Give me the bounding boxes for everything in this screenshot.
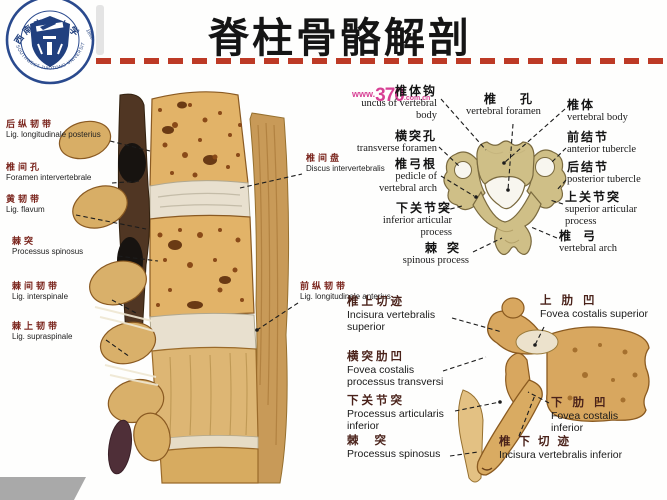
label-en: superior articular process <box>565 204 638 228</box>
label-fovea-costalis-superior: 上肋凹 Fovea costalis superior <box>540 295 665 320</box>
label-zh: 棘突 <box>12 236 37 246</box>
label-en: vertebral arch <box>559 243 618 255</box>
label-zh: 黄韧带 <box>6 194 43 204</box>
label-zh: 前结节 <box>567 130 610 144</box>
label-lig-interspinale: 棘间韧带 Lig. interspinale <box>12 281 172 301</box>
label-zh: 后纵韧带 <box>6 119 55 129</box>
label-zh: 横突肋凹 <box>347 351 405 363</box>
label-la: Incisura vertebralis superior <box>347 308 436 334</box>
label-la: Lig. flavum <box>6 204 45 214</box>
label-fovea-costalis-transversi: 横突肋凹 Fovea costalis processus transversi <box>347 351 447 389</box>
label-en: posterior tubercle <box>567 174 641 186</box>
label-zh: 前纵韧带 <box>300 281 349 291</box>
label-lig-longitudinale-anterius: 前纵韧带 Lig. longitudinale anterius <box>300 281 420 301</box>
site-watermark: www.370.com.cn <box>352 86 430 105</box>
label-zh: 上关节突 <box>565 190 622 204</box>
label-incisura-vertebralis-superior: 椎上切迹 Incisura vertebralis superior <box>347 296 452 334</box>
label-en: vertebral foramen <box>466 106 541 118</box>
label-foramen-intervertebrale: 椎间孔 Foramen intervertebrale <box>6 162 166 182</box>
label-zh: 棘突 <box>424 241 469 255</box>
logo-shadow <box>96 5 104 55</box>
label-vertebral-foramen: 椎孔 vertebral foramen <box>466 92 561 118</box>
label-zh: 椎下切迹 <box>499 436 577 448</box>
label-en: vertebral body <box>567 112 628 124</box>
label-incisura-vertebralis-inferior: 椎下切迹 Incisura vertebralis inferior <box>499 436 644 461</box>
label-pedicle: 椎弓根 pedicle of vertebral arch <box>367 157 437 195</box>
label-zh: 椎间盘 <box>306 153 343 163</box>
label-la: Discus intervertebralis <box>306 163 385 173</box>
label-en: transverse foramen <box>356 143 437 155</box>
label-spinous-process: 棘突 spinous process <box>345 241 469 267</box>
corner-watermark-box <box>0 477 86 500</box>
label-transverse-foramen: 横突孔 transverse foramen <box>345 129 437 155</box>
label-anterior-tubercle: 前结节 anterior tubercle <box>567 130 665 156</box>
university-logo: 西南交通大学 SOUTHWEST JIAOTONG UNIVERSITY 189… <box>2 0 95 85</box>
label-en: spinous process <box>402 255 469 267</box>
label-la: Processus spinosus <box>347 447 441 460</box>
watermark-number: 370 <box>375 85 405 106</box>
label-lig-flavum: 黄韧带 Lig. flavum <box>6 194 166 214</box>
label-en: pedicle of vertebral arch <box>378 171 437 195</box>
label-zh: 椎弓 <box>559 229 608 243</box>
label-lig-supraspinale: 棘上韧带 Lig. supraspinale <box>12 321 172 341</box>
label-la: Lig. longitudinale anterius <box>300 291 391 301</box>
label-zh: 椎体钩 <box>394 84 437 98</box>
label-en: inferior articular process <box>382 215 452 239</box>
label-processus-spinosus-lateral: 棘突 Processus spinosus <box>347 435 467 460</box>
label-inferior-articular-process: 下关节突 inferior articular process <box>352 201 452 239</box>
label-zh: 椎间孔 <box>6 162 43 172</box>
red-dashed-divider <box>96 58 667 64</box>
label-zh: 棘上韧带 <box>12 321 61 331</box>
label-processus-spinosus: 棘突 Processus spinosus <box>12 236 172 256</box>
page-title: 脊柱骨骼解剖 <box>208 15 472 61</box>
label-la: Lig. interspinale <box>12 291 69 301</box>
label-zh: 下关节突 <box>395 201 452 215</box>
label-lig-longitudinale-posterius: 后纵韧带 Lig. longitudinale posterius <box>6 119 166 139</box>
label-discus-intervertebralis: 椎间盘 Discus intervertebralis <box>306 153 416 173</box>
logo-org-en: SOUTHWEST JIAOTONG UNIVERSITY <box>2 0 86 71</box>
label-zh: 椎弓根 <box>394 157 437 171</box>
label-vertebral-body: 椎体 vertebral body <box>567 98 662 124</box>
label-la: Lig. supraspinale <box>12 331 73 341</box>
label-processus-articularis-inferior: 下关节突 Processus articularis inferior <box>347 395 457 433</box>
label-la: Fovea costalis superior <box>540 307 648 320</box>
label-zh: 横突孔 <box>394 129 437 143</box>
label-zh: 下关节突 <box>347 395 405 407</box>
label-en: anterior tubercle <box>567 144 637 156</box>
label-la: Fovea costalis inferior <box>551 409 619 435</box>
label-zh: 棘间韧带 <box>12 281 61 291</box>
label-uncus: 椎体钩 uncus of vertebral body <box>345 84 437 122</box>
label-la: Lig. longitudinale posterius <box>6 129 101 139</box>
label-la: Processus spinosus <box>12 246 84 256</box>
label-la: Incisura vertebralis inferior <box>499 448 623 461</box>
label-zh: 下肋凹 <box>551 397 616 409</box>
label-en: uncus of vertebral body <box>361 98 437 122</box>
label-vertebral-arch: 椎弓 vertebral arch <box>559 229 659 255</box>
logo-org-zh: 西南交通大学 <box>13 16 84 46</box>
logo-shield <box>30 16 70 67</box>
label-zh: 椎体 <box>567 98 596 112</box>
label-zh: 椎孔 <box>484 92 557 106</box>
watermark-suffix: .com.cn <box>403 95 431 102</box>
label-la: Fovea costalis processus transversi <box>347 363 444 389</box>
label-zh: 棘突 <box>347 435 402 447</box>
logo-year: 1896 <box>84 28 95 41</box>
label-posterior-tubercle: 后结节 posterior tubercle <box>567 160 665 186</box>
label-superior-articular-process: 上关节突 superior articular process <box>565 190 665 228</box>
label-zh: 椎上切迹 <box>347 296 405 308</box>
label-la: Foramen intervertebrale <box>6 172 92 182</box>
watermark-prefix: www. <box>352 89 376 99</box>
label-zh: 后结节 <box>567 160 610 174</box>
label-la: Processus articularis inferior <box>347 407 444 433</box>
label-zh: 上肋凹 <box>540 295 605 307</box>
label-fovea-costalis-inferior: 下肋凹 Fovea costalis inferior <box>551 397 631 435</box>
